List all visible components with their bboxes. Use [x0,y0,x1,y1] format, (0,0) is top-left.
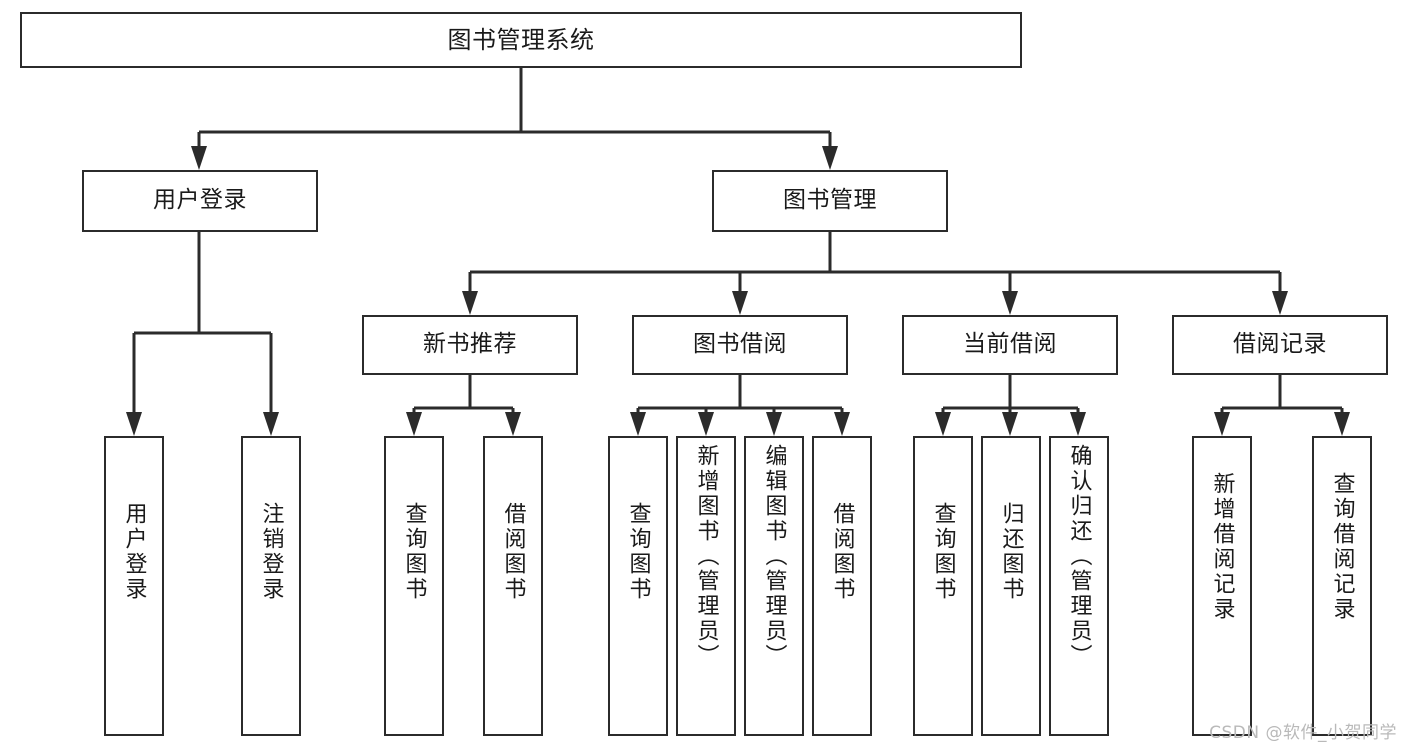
node-label: 查询图书 [625,502,651,602]
leaf-logout[interactable]: 注销登录 [241,436,301,736]
leaf-user-login[interactable]: 用户登录 [104,436,164,736]
node-label: 图书管理 [783,187,877,214]
node-current-borrow[interactable]: 当前借阅 [902,315,1118,375]
leaf-borrow-book-recommend[interactable]: 借阅图书 [483,436,543,736]
node-book-management[interactable]: 图书管理 [712,170,948,232]
node-label: 新增图书（管理员） [693,444,719,669]
node-label: 图书管理系统 [447,25,595,54]
node-book-borrow[interactable]: 图书借阅 [632,315,848,375]
leaf-borrow-book[interactable]: 借阅图书 [812,436,872,736]
node-label: 注销登录 [258,502,284,602]
node-root-system[interactable]: 图书管理系统 [20,12,1022,68]
node-user-login[interactable]: 用户登录 [82,170,318,232]
node-label: 借阅图书 [500,502,526,602]
leaf-query-book-recommend[interactable]: 查询图书 [384,436,444,736]
leaf-edit-book-admin[interactable]: 编辑图书（管理员） [744,436,804,736]
node-label: 用户登录 [121,502,147,602]
node-label: 确认归还（管理员） [1066,444,1092,669]
node-new-book-recommend[interactable]: 新书推荐 [362,315,578,375]
leaf-return-book[interactable]: 归还图书 [981,436,1041,736]
node-label: 查询图书 [930,502,956,602]
leaf-query-book-current[interactable]: 查询图书 [913,436,973,736]
node-label: 图书借阅 [693,331,787,358]
node-label: 用户登录 [153,187,247,214]
node-label: 查询图书 [401,502,427,602]
node-label: 查询借阅记录 [1329,472,1355,622]
leaf-query-borrow-record[interactable]: 查询借阅记录 [1312,436,1372,736]
leaf-confirm-return-admin[interactable]: 确认归还（管理员） [1049,436,1109,736]
node-label: 新书推荐 [423,331,517,358]
node-label: 借阅图书 [829,502,855,602]
node-label: 新增借阅记录 [1209,472,1235,622]
node-label: 编辑图书（管理员） [761,444,787,669]
node-borrow-records[interactable]: 借阅记录 [1172,315,1388,375]
watermark: CSDN @软件_小贺同学 [1209,723,1397,743]
leaf-add-borrow-record[interactable]: 新增借阅记录 [1192,436,1252,736]
node-label: 当前借阅 [963,331,1057,358]
node-label: 归还图书 [998,502,1024,602]
leaf-query-book-borrow[interactable]: 查询图书 [608,436,668,736]
node-label: 借阅记录 [1233,331,1327,358]
leaf-add-book-admin[interactable]: 新增图书（管理员） [676,436,736,736]
